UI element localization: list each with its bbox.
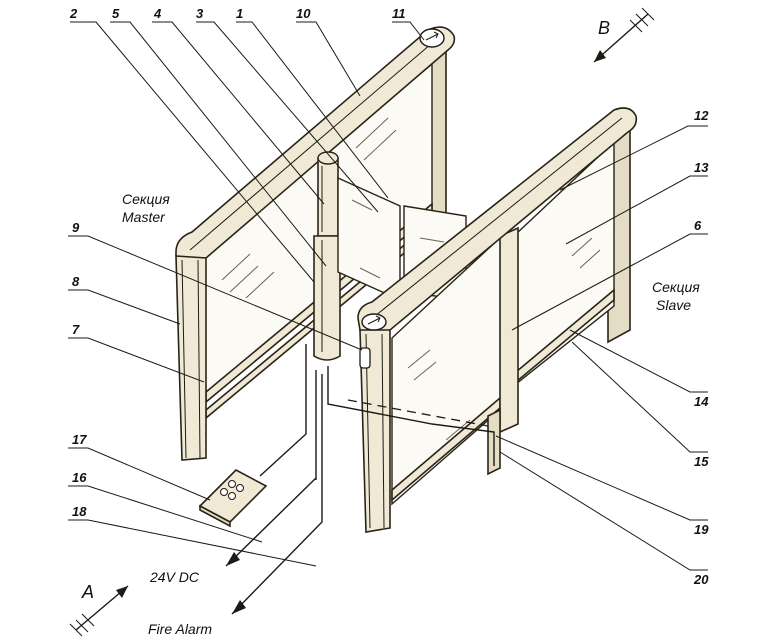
fire-alarm-label: Fire Alarm [148, 621, 212, 637]
callout-11: 11 [392, 6, 406, 21]
direction-b-arrow [593, 7, 655, 63]
callout-14: 14 [694, 394, 709, 409]
callout-4: 4 [153, 6, 162, 21]
slave-section [357, 107, 638, 533]
callout-1: 1 [236, 6, 243, 21]
direction-a-arrow [69, 585, 129, 637]
wiring [259, 344, 495, 480]
callout-19: 19 [694, 522, 709, 537]
slave-sensor [361, 313, 387, 331]
leader-lines [68, 21, 708, 571]
central-column [313, 151, 341, 361]
callout-18: 18 [72, 504, 87, 519]
callout-16: 16 [72, 470, 87, 485]
direction-b-label: B [598, 18, 610, 38]
callout-13: 13 [694, 160, 709, 175]
direction-a-label: A [81, 582, 94, 602]
callout-8: 8 [72, 274, 80, 289]
control-panel [198, 469, 268, 528]
fire-alarm-cable [231, 374, 323, 615]
callout-2: 2 [69, 6, 78, 21]
slave-label-line1: Секция [652, 279, 700, 295]
column-lower [313, 235, 341, 361]
callout-5: 5 [112, 6, 120, 21]
master-label-line2: Master [122, 209, 166, 225]
callout-10: 10 [296, 6, 311, 21]
callout-3: 3 [196, 6, 204, 21]
callout-15: 15 [694, 454, 709, 469]
callout-9: 9 [72, 220, 80, 235]
slave-indicator [359, 347, 371, 369]
power-label: 24V DC [149, 569, 200, 585]
column-upper [317, 152, 339, 237]
callout-12: 12 [694, 108, 709, 123]
master-sensor [419, 28, 445, 48]
master-label-line1: Секция [122, 191, 170, 207]
callout-17: 17 [72, 432, 87, 447]
master-front-post [175, 255, 207, 461]
callout-20: 20 [693, 572, 709, 587]
callout-6: 6 [694, 218, 702, 233]
callout-7: 7 [72, 322, 80, 337]
slave-mid-post [499, 226, 519, 434]
slave-label-line2: Slave [656, 297, 691, 313]
